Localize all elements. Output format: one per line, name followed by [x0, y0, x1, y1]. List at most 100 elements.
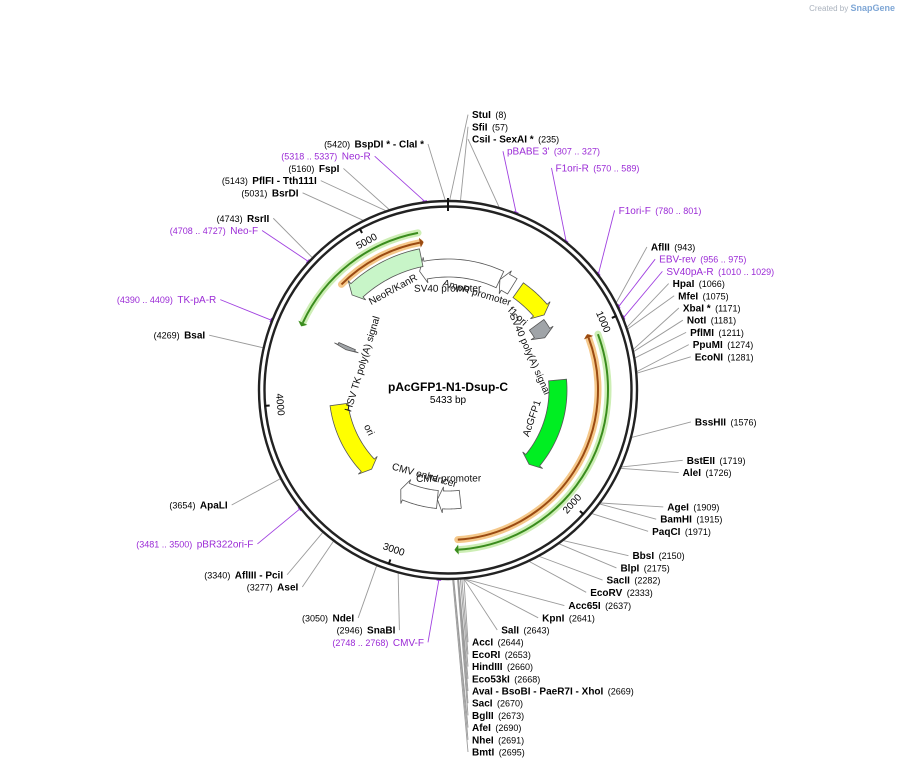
feature-arrow [528, 318, 554, 341]
enzyme-position: (2670) [497, 699, 523, 709]
enzyme-leader [461, 579, 469, 655]
enzyme-position: (2175) [644, 563, 670, 573]
primer-label-text: (3481 .. 3500) pBR322ori-F [136, 534, 253, 551]
enzyme-leader [357, 565, 377, 619]
enzyme-position: (1066) [699, 279, 725, 289]
primer-name: Neo-R [342, 152, 371, 163]
enzyme-name: HindIII [472, 662, 503, 673]
tick-mark [387, 559, 392, 565]
enzyme-site-label: (3340) AflIII - PciI [204, 570, 283, 581]
feature-label: CMV enhancer [391, 462, 459, 491]
enzyme-name: EcoNI [695, 352, 724, 363]
enzyme-name: HpaI [673, 279, 695, 290]
enzyme-position: (2690) [495, 723, 521, 733]
primer-site-label: pBABE 3' (307 .. 327) [507, 147, 600, 158]
enzyme-leader [397, 573, 400, 631]
enzyme-site-label: SalI (2643) [501, 626, 549, 637]
orf-halo [454, 334, 602, 544]
enzyme-label-text: NotI (1181) [687, 311, 736, 328]
enzyme-label-text: (4743) RsrII [217, 209, 270, 226]
enzyme-leader [457, 579, 469, 716]
enzyme-leader [637, 356, 691, 374]
enzyme-leader [302, 192, 364, 221]
enzyme-label-text: BssHII (1576) [695, 412, 757, 429]
primer-leader [374, 155, 426, 202]
enzyme-leader [320, 180, 386, 211]
enzyme-name: BsaI [184, 331, 205, 342]
primer-label-text: SV40pA-R (1010 .. 1029) [666, 262, 774, 279]
enzyme-leader [529, 561, 587, 593]
enzyme-position: (5420) [324, 140, 350, 150]
enzyme-site-label: CsiI - SexAI * (235) [472, 135, 559, 146]
enzyme-leader [467, 138, 500, 208]
enzyme-site-label: SfiI (57) [472, 122, 508, 133]
orf-line [458, 333, 609, 551]
enzyme-position: (3050) [302, 613, 328, 623]
enzyme-name: SacI [472, 699, 493, 710]
enzyme-position: (57) [492, 122, 508, 132]
enzyme-label-text: PaqCI (1971) [652, 522, 711, 539]
orf-line [340, 241, 421, 286]
enzyme-position: (4269) [154, 331, 180, 341]
enzyme-position: (2637) [605, 601, 631, 611]
enzyme-position: (1576) [730, 417, 756, 427]
enzyme-label-text: PflMI (1211) [690, 323, 744, 340]
enzyme-leader [457, 579, 469, 704]
enzyme-leader [633, 319, 684, 352]
primer-name: EBV-rev [659, 255, 696, 266]
enzyme-leader [621, 467, 679, 473]
enzyme-site-label: AflII (943) [651, 242, 695, 253]
enzyme-name: BamHI [660, 515, 692, 526]
tick-label: 3000 [381, 541, 406, 559]
tick-label: 4000 [273, 393, 286, 417]
enzyme-label-text: BmtI (2695) [472, 743, 525, 760]
enzyme-name: BlpI [620, 563, 639, 574]
primer-range: (1010 .. 1029) [718, 267, 774, 277]
enzyme-label-text: AfeI (2690) [472, 718, 521, 735]
enzyme-label-text: AgeI (1909) [667, 497, 719, 514]
enzyme-site-label: (3050) NdeI [302, 613, 354, 624]
enzyme-leader [231, 478, 281, 506]
enzyme-position: (1181) [711, 316, 736, 326]
enzyme-site-label: AgeI (1909) [667, 497, 719, 514]
enzyme-position: (1971) [685, 527, 711, 537]
orf-arrowhead [298, 320, 308, 327]
primer-label-text: (2748 .. 2768) CMV-F [332, 633, 424, 650]
enzyme-site-label: AfeI (2690) [472, 718, 521, 735]
primer-label-text: EBV-rev (956 .. 975) [659, 250, 746, 267]
orf-line [301, 231, 419, 324]
primer-range: (307 .. 327) [554, 147, 600, 157]
enzyme-name: BssHII [695, 417, 726, 428]
enzyme-position: (2668) [514, 674, 540, 684]
enzyme-label-text: AvaI - BsoBI - PaeR7I - XhoI (2669) [472, 682, 634, 699]
enzyme-name: PpuMI [693, 340, 723, 351]
enzyme-position: (2150) [659, 551, 685, 561]
enzyme-position: (1171) [715, 303, 740, 313]
feature-arrow [329, 402, 378, 475]
enzyme-name: BbsI [632, 551, 654, 562]
orf-arrowhead [583, 334, 594, 340]
primer-name: pBABE 3' [507, 147, 550, 158]
feature-label: SV40 promoter [414, 284, 482, 295]
enzyme-position: (5143) [222, 176, 248, 186]
enzyme-position: (1211) [718, 328, 743, 338]
site-labels: StuI (8)SfiI (57)CsiI - SexAI * (235)pBA… [117, 110, 774, 760]
enzyme-name: AfeI [472, 723, 491, 734]
enzyme-label-text: PpuMI (1274) [693, 335, 753, 352]
enzyme-leader [460, 126, 469, 201]
primer-label-text: (4390 .. 4409) TK-pA-R [117, 290, 216, 307]
enzyme-position: (1281) [728, 352, 754, 362]
enzyme-site-label: SacI (2670) [472, 699, 523, 710]
enzyme-name: BmtI [472, 748, 494, 759]
enzyme-site-label: PaqCI (1971) [652, 522, 711, 539]
enzyme-name: BspDI * - ClaI * [355, 140, 425, 151]
enzyme-position: (2643) [523, 626, 549, 636]
enzyme-name: MfeI [678, 291, 698, 302]
primer-site-label: F1ori-F (780 .. 801) [619, 206, 702, 217]
enzyme-leader [633, 307, 680, 350]
enzyme-position: (2333) [627, 588, 653, 598]
primer-name: F1ori-R [556, 163, 589, 174]
enzyme-label-text: (5420) BspDI * - ClaI * [324, 135, 424, 152]
enzyme-site-label: EcoRI (2653) [472, 650, 531, 661]
primer-name: Neo-F [230, 226, 258, 237]
